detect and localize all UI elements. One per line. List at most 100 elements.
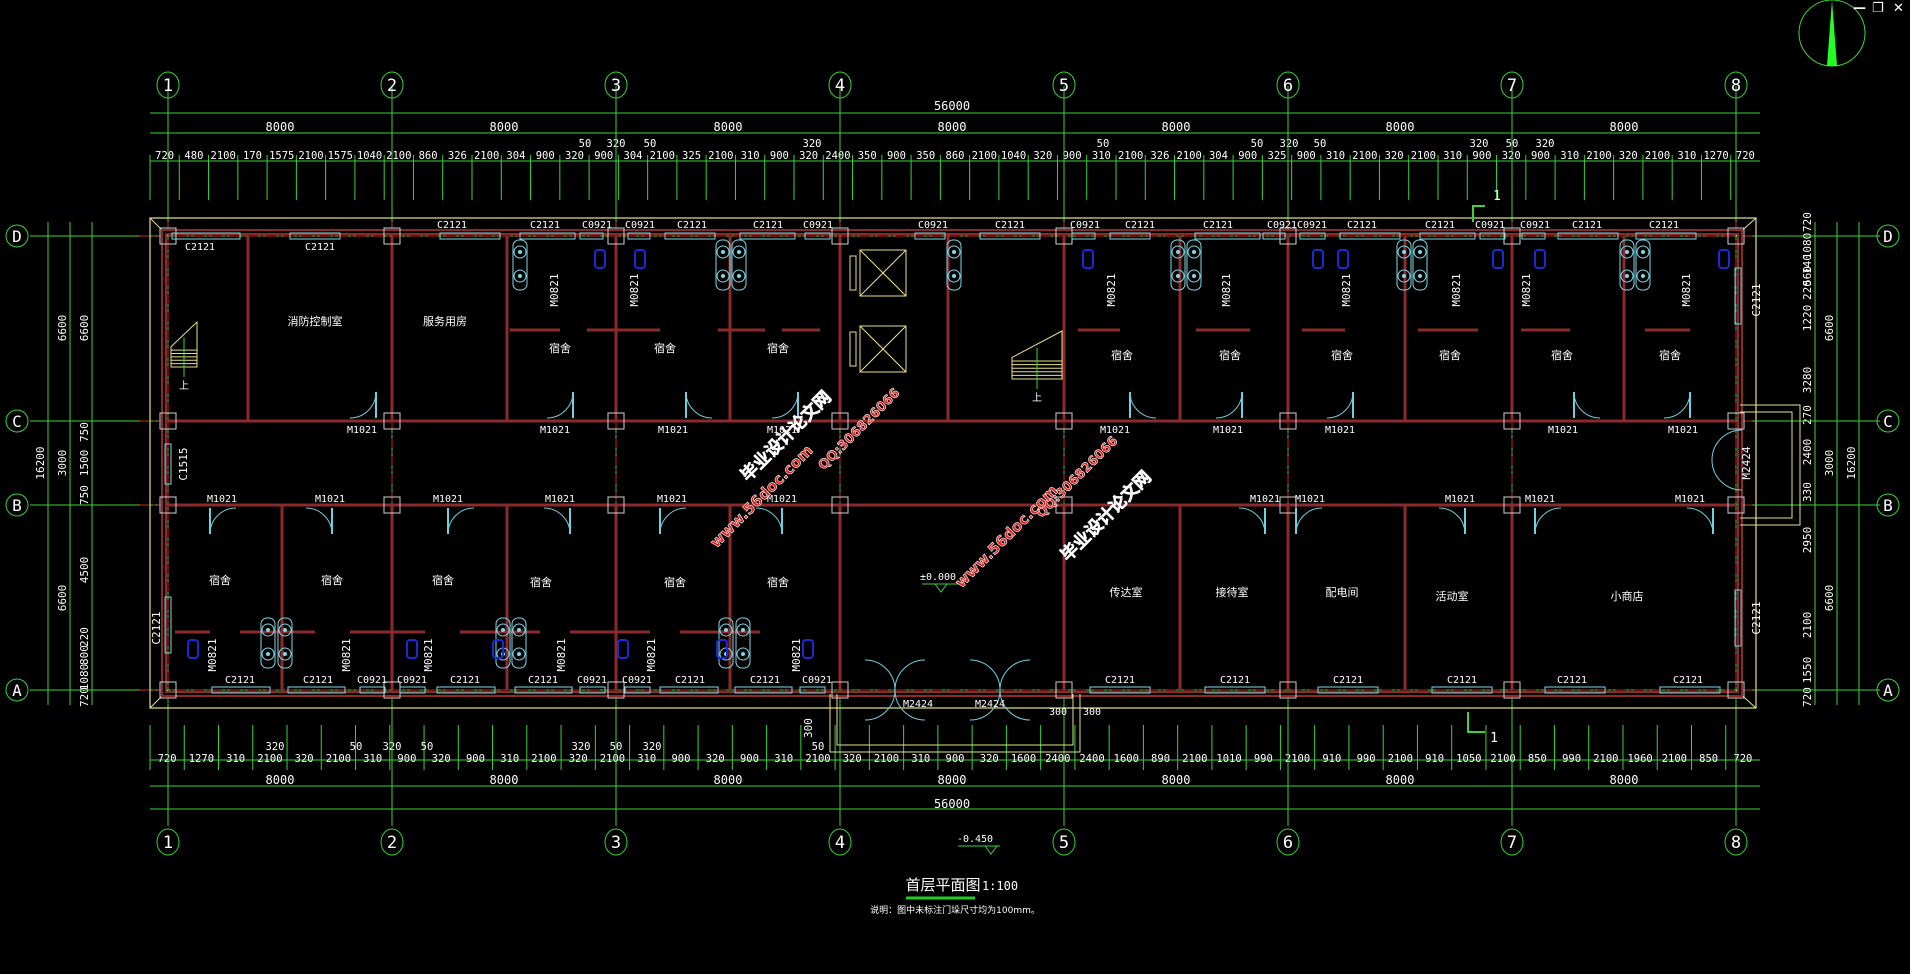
restore-button[interactable]: ❐	[1872, 1, 1884, 16]
window-label: C2121	[1125, 220, 1155, 231]
dim-detail-top: 1575	[269, 150, 294, 162]
column	[159, 227, 177, 245]
window	[1109, 232, 1151, 240]
dim-right-outer: 16200	[1845, 446, 1858, 479]
close-button[interactable]: ✕	[1893, 1, 1904, 16]
dim-detail-bottom: 1270	[189, 753, 214, 765]
axis-bubble	[156, 828, 180, 856]
dim-detail-top: 304	[506, 150, 525, 162]
dim-small-bottom: 320	[266, 741, 285, 753]
axis-label: A	[1883, 681, 1893, 700]
dim-detail-bottom: 2100	[257, 753, 282, 765]
axis-label: C	[1883, 412, 1893, 431]
window-label: C2121	[677, 220, 707, 231]
shower-stall	[715, 239, 731, 291]
axis-label: 5	[1059, 833, 1069, 853]
room-label: 宿舍	[1331, 348, 1353, 362]
door-label: M0821	[1680, 273, 1693, 306]
door-label: M1021	[1675, 494, 1705, 505]
axis-bubble	[380, 71, 404, 99]
washbasin-icon	[719, 623, 733, 637]
drain-icon	[518, 274, 522, 278]
dim-detail-bottom: 310	[500, 753, 519, 765]
entrance-step	[836, 694, 1074, 746]
window-label: C0921	[803, 220, 833, 231]
washbasin-icon	[1620, 269, 1634, 283]
axis-label: B	[12, 496, 22, 515]
dim-detail-bottom: 720	[158, 753, 177, 765]
washbasin-icon	[716, 245, 730, 259]
minimize-button[interactable]: —	[1853, 1, 1866, 16]
window	[211, 686, 271, 694]
dim-detail-top: 310	[1092, 150, 1111, 162]
dim-detail-bottom: 320	[980, 753, 999, 765]
washbasin-icon	[513, 245, 527, 259]
dim-detail-bottom: 310	[637, 753, 656, 765]
elevation-label: ±0.000	[920, 572, 956, 583]
drain-icon	[1418, 274, 1422, 278]
dim-bay-bottom: 8000	[938, 773, 967, 787]
column	[607, 681, 625, 699]
door-label: M0821	[340, 638, 353, 671]
window-label: C2121	[1447, 675, 1477, 686]
door-m1021-swing	[1326, 391, 1354, 419]
dim-detail-bottom: 910	[1322, 753, 1341, 765]
window-label: C0921	[1475, 220, 1505, 231]
window	[287, 686, 346, 694]
dim-detail-top: 720	[155, 150, 174, 162]
axis-label: 1	[163, 76, 173, 96]
dim-detail-bottom: 2100	[1285, 753, 1310, 765]
drain-icon	[721, 250, 725, 254]
window-label: C0921	[1297, 220, 1327, 231]
window-label: C2121	[150, 611, 163, 644]
window-label: C0921	[357, 675, 387, 686]
drain-icon	[1625, 274, 1629, 278]
elevator-shaft	[859, 249, 907, 297]
column	[159, 496, 177, 514]
north-arrow-icon	[1827, 0, 1837, 66]
window	[171, 232, 241, 240]
dim-detail-top: 2100	[972, 150, 997, 162]
window	[1262, 232, 1286, 240]
window-label: C2121	[450, 675, 480, 686]
washbasin-icon	[496, 623, 510, 637]
column	[1279, 412, 1297, 430]
column	[383, 227, 401, 245]
dim-detail-bottom: 320	[295, 753, 314, 765]
drain-icon	[737, 250, 741, 254]
dim-detail-top: 325	[1268, 150, 1287, 162]
section-label: 1	[1490, 731, 1498, 746]
dim-detail-top: 320	[565, 150, 584, 162]
washbasin-icon	[261, 623, 275, 637]
shower-stall	[277, 617, 293, 669]
column	[1727, 227, 1745, 245]
dim-detail-top: 900	[1472, 150, 1491, 162]
dim-left-inner: 720	[78, 687, 91, 707]
toilet-icon	[1492, 249, 1504, 269]
window-label: C2121	[1333, 675, 1363, 686]
axis-bubble	[1724, 828, 1748, 856]
washbasin-icon	[261, 647, 275, 661]
washbasin-icon	[1413, 269, 1427, 283]
shower-stall	[511, 617, 527, 669]
window-label: C0921	[622, 675, 652, 686]
washbasin-icon	[1413, 245, 1427, 259]
toilet-icon	[1534, 249, 1546, 269]
dim-bay-top: 8000	[490, 120, 519, 134]
window-label: C2121	[1673, 675, 1703, 686]
window-label: C2121	[1220, 675, 1250, 686]
door-m1021-swing	[209, 507, 237, 535]
axis-label: 3	[611, 76, 621, 96]
axis-label: 6	[1283, 833, 1293, 853]
window-label: C0921	[802, 675, 832, 686]
window	[1194, 232, 1261, 240]
dim-detail-bottom: 2100	[326, 753, 351, 765]
dim-detail-top: 320	[1385, 150, 1404, 162]
drain-icon	[741, 628, 745, 632]
room-label: 宿舍	[664, 575, 686, 589]
dim-small-top: 320	[803, 138, 822, 150]
door-label: M1021	[433, 494, 463, 505]
axis-bubble	[1876, 224, 1900, 248]
